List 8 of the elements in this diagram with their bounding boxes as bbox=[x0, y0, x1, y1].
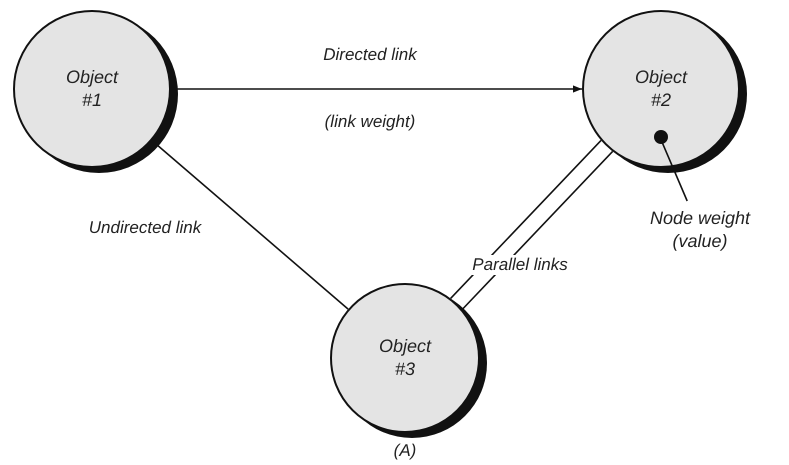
node-label: Object #2 bbox=[634, 66, 688, 112]
weight-dot bbox=[654, 130, 668, 144]
leader-line bbox=[661, 141, 688, 202]
node-label: Object #1 bbox=[64, 66, 120, 112]
link-line bbox=[462, 150, 614, 310]
node-label: Node weight (value) bbox=[648, 206, 752, 253]
link-line bbox=[450, 140, 602, 300]
node-label: Object #3 bbox=[378, 334, 432, 381]
